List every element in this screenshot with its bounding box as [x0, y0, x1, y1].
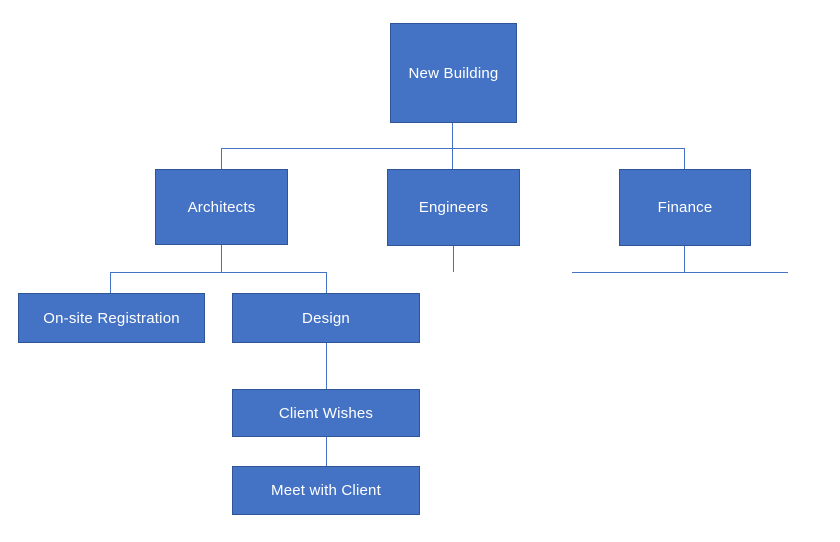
node-design-label: Design [302, 309, 350, 327]
node-engineers-label: Engineers [418, 199, 489, 216]
connector-finance-top [684, 148, 685, 169]
connector-design-down [326, 343, 327, 389]
node-meet-with-client-label: Meet with Client [271, 482, 381, 499]
node-finance[interactable]: Finance [619, 169, 751, 246]
connector-architects-down [221, 245, 222, 272]
node-architects[interactable]: Architects [155, 169, 288, 245]
connector-architects-top [221, 148, 222, 169]
node-new-building-label: New Building [408, 64, 499, 82]
node-new-building[interactable]: New Building [390, 23, 517, 123]
node-meet-with-client[interactable]: Meet with Client [232, 466, 420, 515]
connector-engineers-stub [453, 246, 454, 272]
node-onsite-registration-label: On-site Registration [43, 309, 180, 327]
node-engineers[interactable]: Engineers [387, 169, 520, 246]
node-onsite-registration[interactable]: On-site Registration [18, 293, 205, 343]
node-architects-label: Architects [187, 198, 256, 216]
connector-newbuilding-down [452, 123, 453, 169]
connector-finance-down [684, 246, 685, 272]
connector-finance-branch [572, 272, 788, 273]
node-finance-label: Finance [657, 199, 713, 216]
node-client-wishes[interactable]: Client Wishes [232, 389, 420, 437]
connector-onsite-top [110, 272, 111, 293]
connector-top-branch [221, 148, 685, 149]
node-design[interactable]: Design [232, 293, 420, 343]
connector-design-top [326, 272, 327, 293]
connector-clientwishes-down [326, 437, 327, 466]
connector-architects-branch [110, 272, 326, 273]
node-client-wishes-label: Client Wishes [278, 404, 374, 422]
